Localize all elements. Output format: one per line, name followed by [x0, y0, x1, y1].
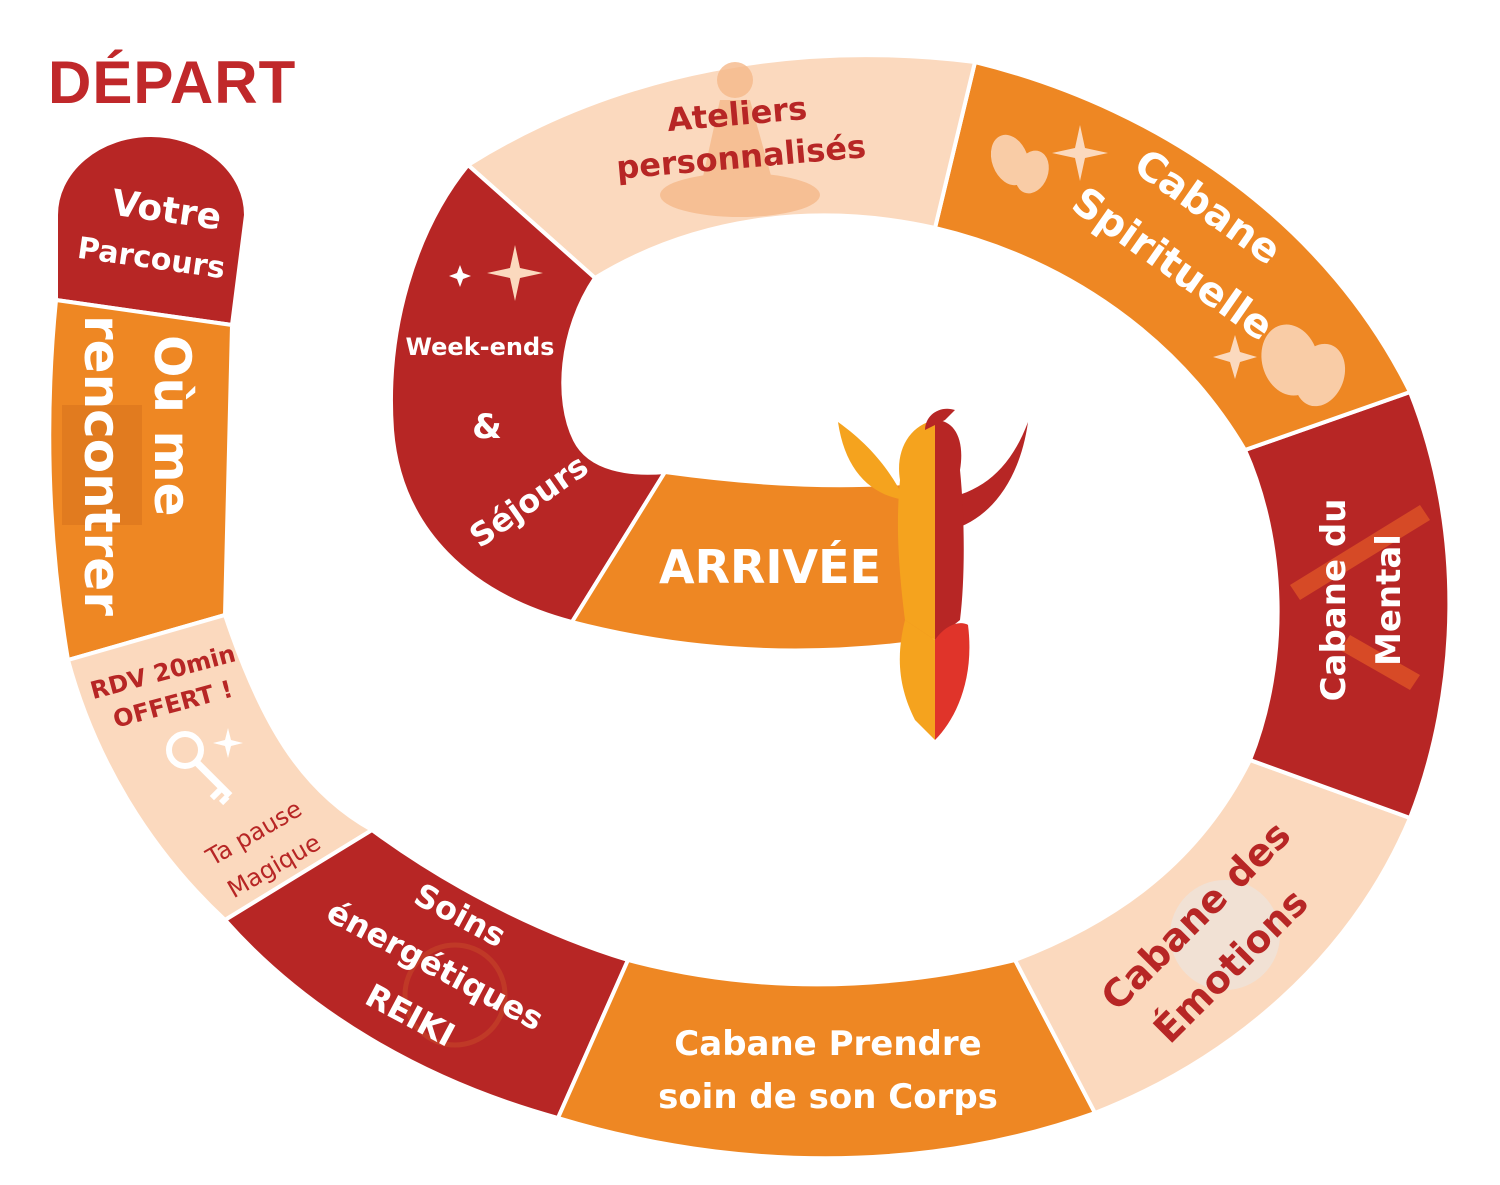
butterfly-icon — [990, 134, 1346, 407]
spiral-icon — [402, 942, 508, 1048]
moon-icon — [1170, 880, 1280, 990]
segment-soins-energetiques[interactable]: Soins énergétiques REIKI — [221, 827, 631, 1121]
segment-corps-label-1: Cabane Prendre — [674, 1024, 981, 1064]
segment-weekends-label-1: Week-ends — [406, 333, 555, 361]
phoenix-icon — [838, 408, 1028, 740]
key-icon — [166, 731, 233, 806]
segment-ou-me-rencontrer[interactable]: Où me rencontrer — [47, 297, 235, 663]
segment-rdv-offert[interactable]: RDV 20min OFFERT ! Ta pause Magique — [65, 612, 376, 923]
segment-cabane-corps[interactable]: Cabane Prendre soin de son Corps — [555, 957, 1098, 1161]
hourglass-icon — [1290, 505, 1430, 690]
finish-label: ARRIVÉE — [659, 540, 881, 594]
finish-area[interactable]: ARRIVÉE — [568, 408, 1028, 740]
sparkle-icon — [487, 245, 543, 301]
segment-ou-me-rencontrer-label-1: Où me — [143, 335, 201, 517]
segment-ou-me-rencontrer-label-2: rencontrer — [73, 315, 131, 616]
segment-cabane-emotions[interactable]: Cabane des Émotions — [1012, 757, 1413, 1116]
sparkle-icon — [1213, 335, 1257, 379]
segment-weekends[interactable]: Week-ends & Séjours — [389, 162, 669, 625]
start-label: DÉPART — [48, 49, 296, 116]
sparkle-icon — [1052, 125, 1108, 181]
sparkle-icon — [449, 265, 471, 287]
segment-mental-label-1: Cabane du — [1314, 499, 1354, 702]
decorative-frame-icon — [62, 405, 142, 525]
meditation-figure-icon — [660, 62, 820, 217]
segment-votre-parcours[interactable]: Votre Parcours — [54, 133, 249, 328]
segment-cabane-mental[interactable]: Cabane du Mental — [1242, 389, 1452, 821]
segment-mental-label-2: Mental — [1369, 534, 1409, 666]
sparkle-icon — [213, 728, 243, 758]
segment-corps-label-2: soin de son Corps — [658, 1077, 998, 1117]
segment-weekends-label-2: & — [472, 407, 502, 447]
segment-cabane-spirituelle[interactable]: Cabane Spirituelle — [932, 59, 1413, 453]
segment-ateliers[interactable]: Ateliers personnalisés — [464, 53, 978, 281]
